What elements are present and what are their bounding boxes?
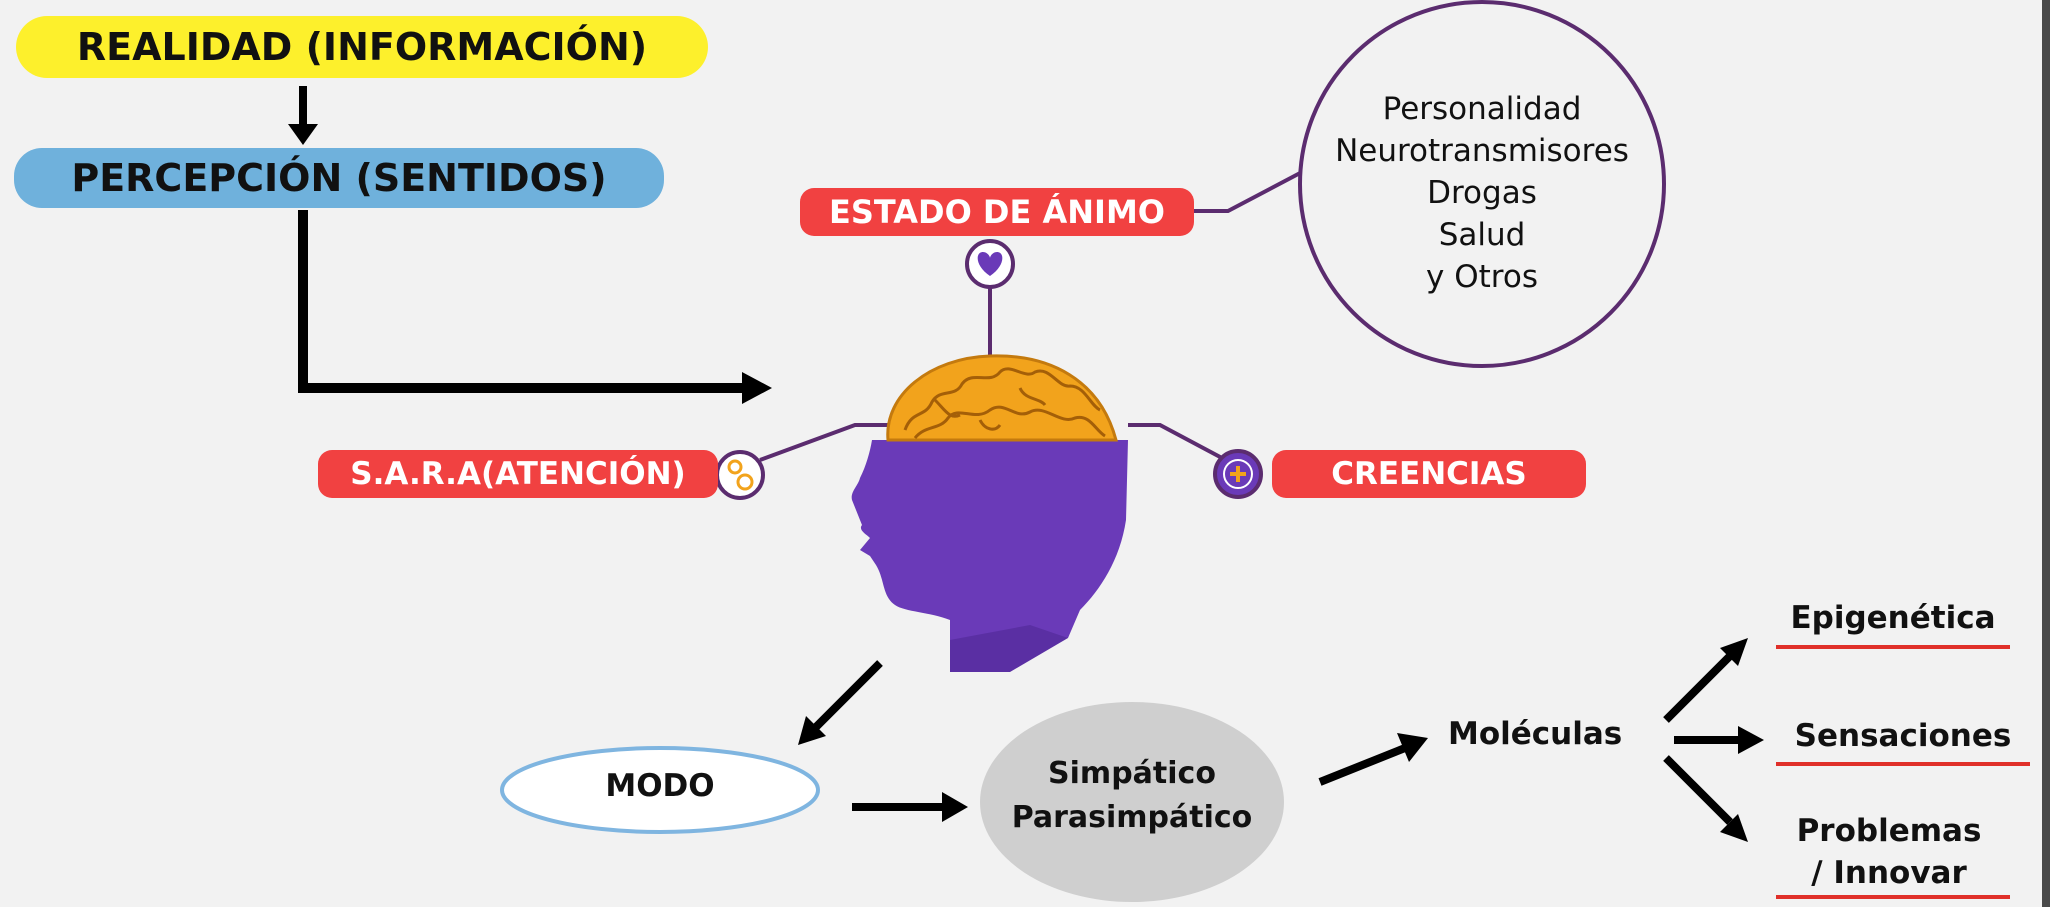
arrowhead-realidad-percepcion (288, 124, 318, 145)
problemas-label-line2: / Innovar (1811, 855, 1967, 891)
arrowhead-simpatico-moleculas (1397, 733, 1428, 762)
factor-item-neurotransmisores: Neurotransmisores (1335, 133, 1629, 169)
arrow-simpatico-moleculas (1318, 744, 1407, 786)
factors-circle (1298, 0, 1666, 368)
heart-icon (965, 239, 1015, 289)
arrow-moleculas-epigenetica (1663, 653, 1733, 723)
problemas-label-line1: Problemas (1796, 813, 1982, 849)
problemas-underline (1776, 895, 2010, 899)
arrowhead-percepcion-head (742, 372, 772, 404)
modo-label: MODO (605, 768, 715, 804)
factor-item-otros: y Otros (1426, 259, 1538, 295)
connector-sara-head (759, 423, 890, 462)
arrowhead-modo-simpatico (942, 792, 968, 822)
factors-list: Personalidad Neurotransmisores Drogas Sa… (1300, 88, 1664, 298)
plus-icon (1213, 449, 1263, 499)
epigenetica-underline (1776, 645, 2010, 649)
arrowhead-head-modo (798, 716, 826, 745)
creencias-node: CREENCIAS (1272, 450, 1586, 498)
problemas-label: Problemas / Innovar (1772, 810, 2006, 894)
estado-animo-node: ESTADO DE ÁNIMO (800, 188, 1194, 236)
factor-item-drogas: Drogas (1427, 175, 1537, 211)
arrowhead-moleculas-epigenetica (1720, 638, 1748, 666)
simpatico-label-line1: Simpático (1048, 756, 1216, 791)
factor-item-salud: Salud (1438, 217, 1526, 253)
arrow-moleculas-problemas (1663, 755, 1733, 825)
factor-item-personalidad: Personalidad (1382, 91, 1582, 127)
arrow-percepcion-head (298, 210, 745, 393)
sensaciones-underline (1776, 762, 2030, 766)
gears-icon (715, 450, 765, 500)
simpatico-label-line2: Parasimpático (1011, 800, 1253, 835)
realidad-node: REALIDAD (INFORMACIÓN) (16, 16, 708, 78)
window-edge (2042, 0, 2050, 907)
simpatico-label: Simpático Parasimpático (982, 752, 1282, 840)
connector-animo-circle (1192, 170, 1303, 213)
epigenetica-label: Epigenética (1790, 600, 1996, 636)
head-brain-icon (851, 354, 1128, 672)
percepcion-node: PERCEPCIÓN (SENTIDOS) (14, 148, 664, 208)
moleculas-label: Moléculas (1448, 716, 1623, 752)
arrowhead-moleculas-problemas (1720, 814, 1748, 842)
arrowhead-moleculas-sensaciones (1738, 726, 1764, 754)
sara-node: S.A.R.A(ATENCIÓN) (318, 450, 718, 498)
simpatico-ellipse (980, 702, 1284, 902)
arrow-head-modo (812, 660, 883, 731)
connector-creencias-head (1128, 423, 1223, 460)
sensaciones-label: Sensaciones (1794, 718, 2012, 754)
modo-ellipse (500, 746, 820, 834)
